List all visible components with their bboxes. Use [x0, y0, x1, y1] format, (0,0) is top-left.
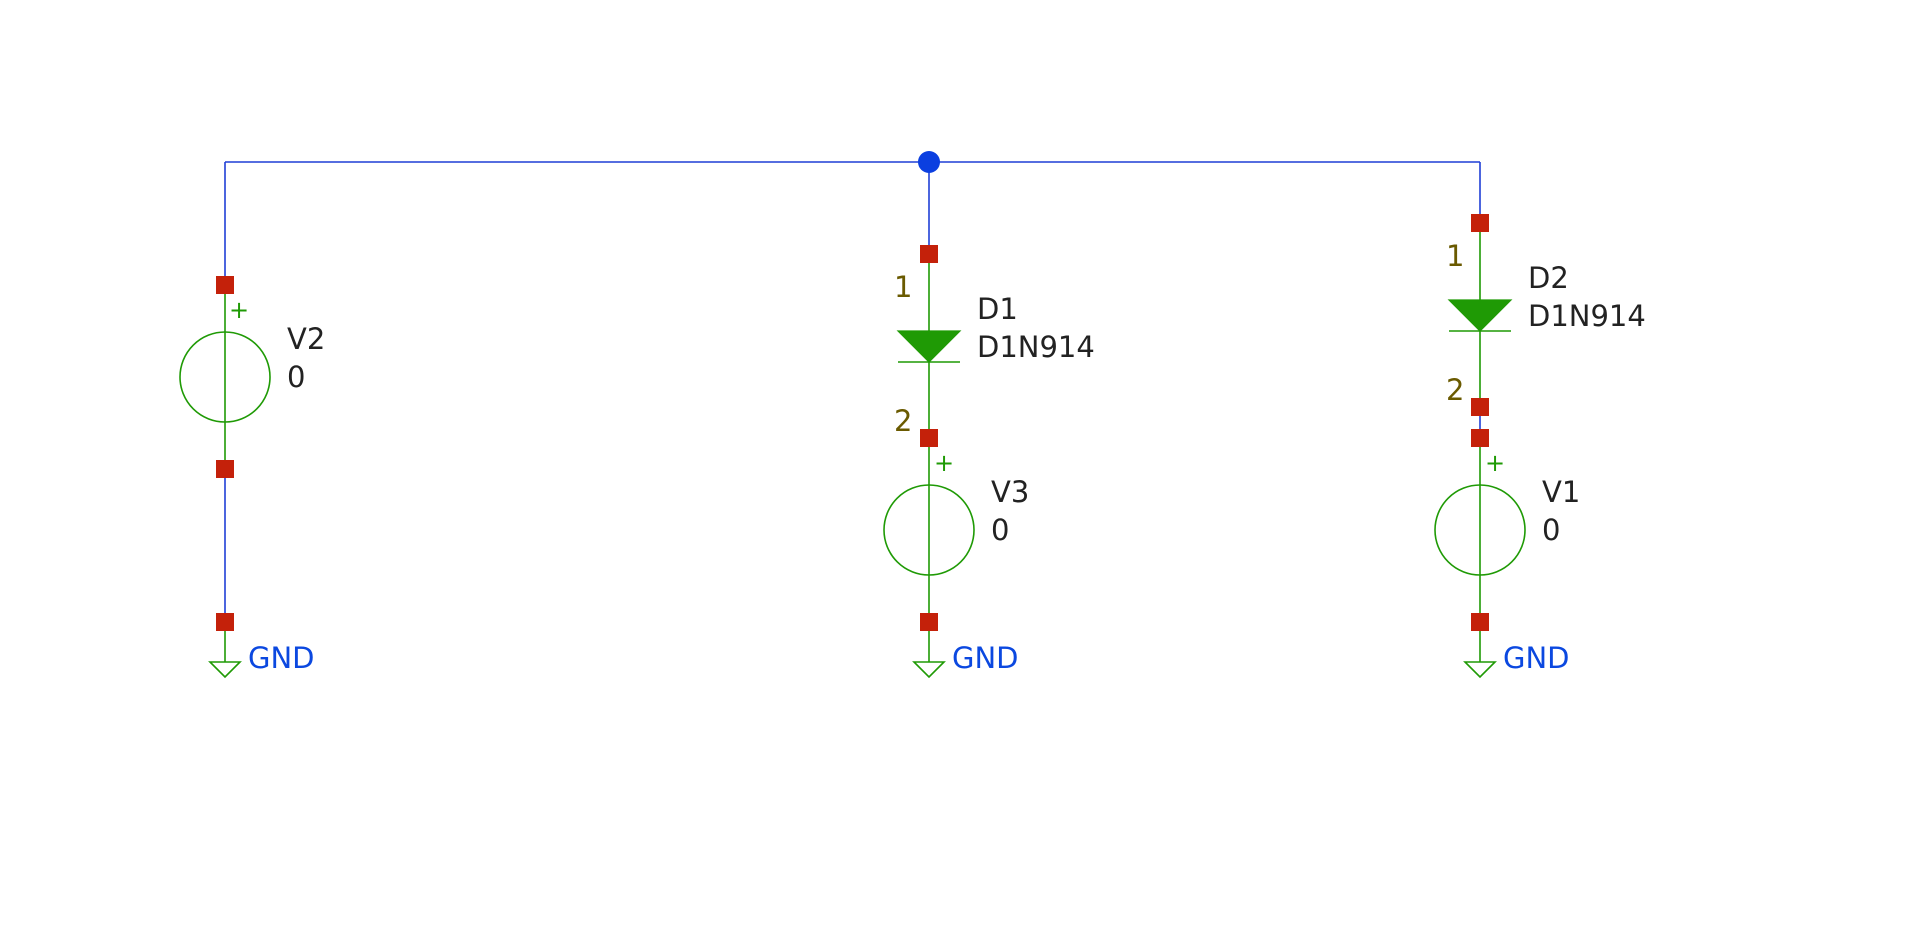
v1-pin-plus[interactable]: [1471, 429, 1489, 447]
v2-reference: V2: [287, 322, 325, 356]
d2-pin1-number: 1: [1446, 239, 1464, 273]
diode-icon: [896, 330, 962, 363]
junction-dot[interactable]: [918, 151, 940, 173]
d1-pin1-number: 1: [894, 270, 912, 304]
v3-value: 0: [991, 513, 1009, 547]
d1-reference: D1: [977, 292, 1018, 326]
d2-reference: D2: [1528, 261, 1569, 295]
voltage-source-v3[interactable]: + V3 0: [883, 429, 1029, 631]
d1-pin1[interactable]: [920, 245, 938, 263]
v1-reference: V1: [1542, 475, 1580, 509]
d2-pin2-number: 2: [1446, 373, 1464, 407]
ground-icon: [1463, 661, 1497, 679]
ground-middle-pin[interactable]: [920, 613, 938, 631]
diode-d1[interactable]: 1 2 D1 D1N914: [894, 245, 1095, 447]
v2-pin-minus[interactable]: [216, 460, 234, 478]
ground-right-pin[interactable]: [1471, 613, 1489, 631]
ground-icon: [208, 661, 242, 679]
ground-middle-label: GND: [952, 641, 1019, 675]
voltage-source-v2[interactable]: + V2 0: [179, 276, 325, 478]
ground-left[interactable]: GND: [208, 613, 315, 679]
d2-pin1[interactable]: [1471, 214, 1489, 232]
v2-plus-sign: +: [229, 296, 249, 324]
d2-value: D1N914: [1528, 299, 1646, 333]
d1-value: D1N914: [977, 330, 1095, 364]
diode-d2[interactable]: 1 2 D2 D1N914: [1446, 214, 1646, 416]
ground-left-label: GND: [248, 641, 315, 675]
voltage-source-v1[interactable]: + V1 0: [1434, 429, 1580, 631]
v1-plus-sign: +: [1485, 449, 1505, 477]
ground-right-label: GND: [1503, 641, 1570, 675]
ground-right[interactable]: GND: [1463, 613, 1570, 679]
ground-icon: [912, 661, 946, 679]
v2-value: 0: [287, 360, 305, 394]
ground-middle[interactable]: GND: [912, 613, 1019, 679]
v2-pin-plus[interactable]: [216, 276, 234, 294]
v3-pin-plus[interactable]: [920, 429, 938, 447]
v3-plus-sign: +: [934, 449, 954, 477]
diode-icon: [1447, 299, 1513, 332]
d1-pin2-number: 2: [894, 404, 912, 438]
d2-pin2[interactable]: [1471, 398, 1489, 416]
ground-left-pin[interactable]: [216, 613, 234, 631]
wires: [224, 161, 1481, 622]
v1-value: 0: [1542, 513, 1560, 547]
v3-reference: V3: [991, 475, 1029, 509]
